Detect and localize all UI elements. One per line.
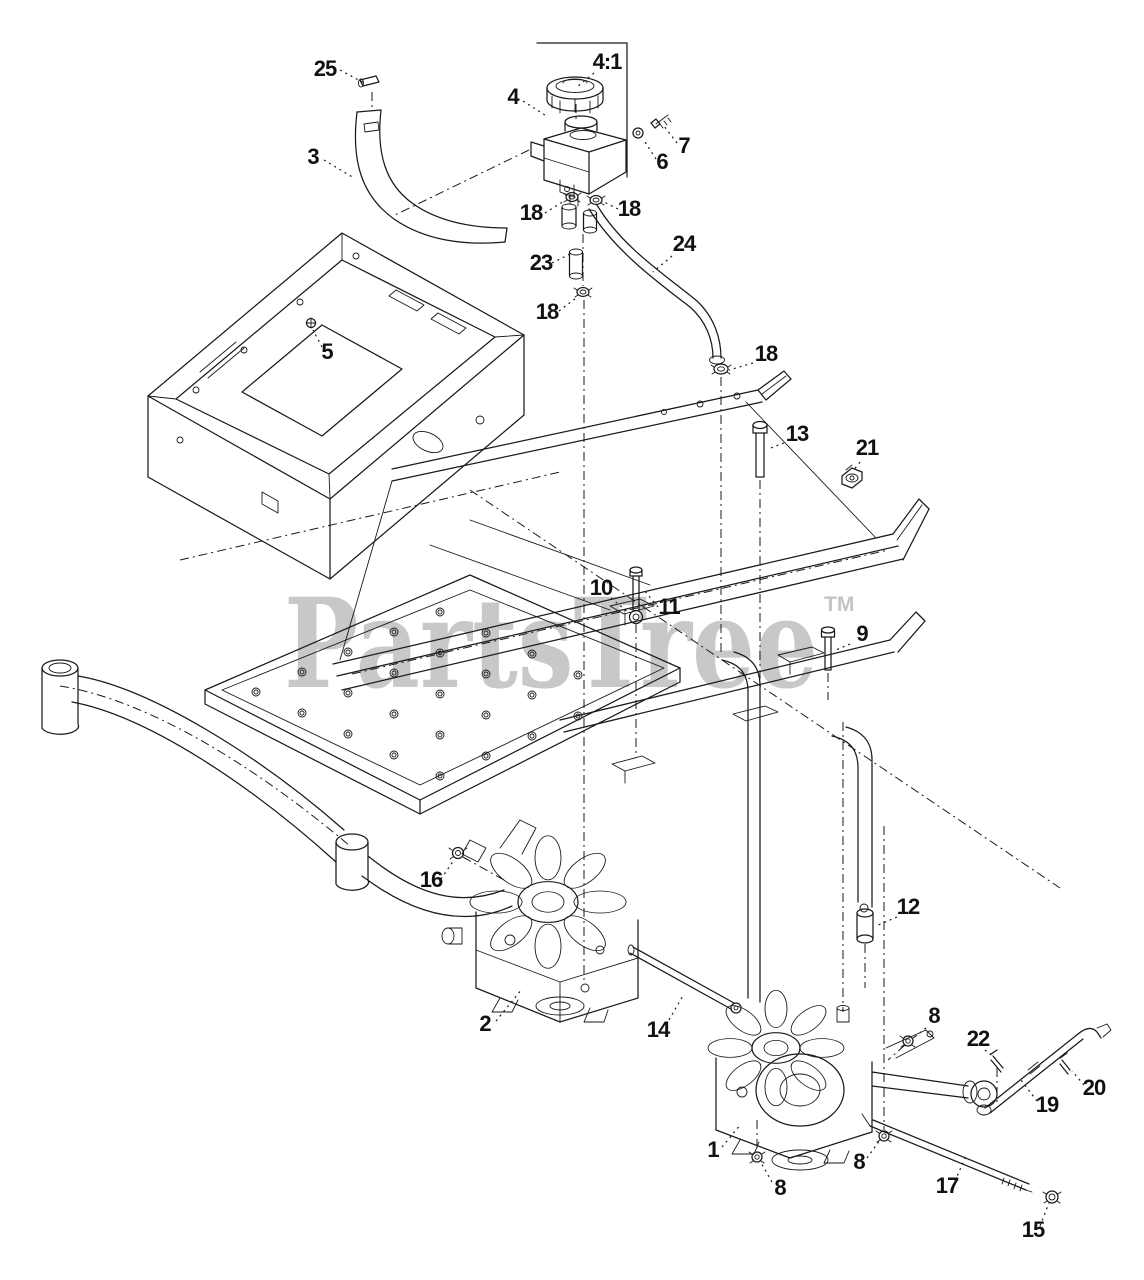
screw-25 (358, 75, 380, 110)
callout-20: 20 (1083, 1075, 1106, 1100)
callout-7: 7 (678, 133, 690, 158)
brake-rod-19 (976, 1023, 1112, 1116)
mount-bracket-3 (354, 109, 508, 244)
callout-18b: 18 (618, 196, 641, 221)
reservoir-cap (546, 76, 604, 120)
nut-21 (841, 464, 863, 489)
callout-21: 21 (856, 435, 879, 460)
callout-18d: 18 (755, 341, 778, 366)
fitting-18-right (586, 194, 606, 206)
callout-labels: 25 4:1 4 7 6 3 18 18 23 24 18 5 18 13 21… (307, 49, 1107, 1242)
callout-3: 3 (307, 144, 319, 169)
callout-6: 6 (656, 149, 668, 174)
front-axle-tube (41, 659, 513, 917)
watermark-text: PartsTree (284, 572, 818, 717)
callout-8c: 8 (774, 1175, 786, 1200)
left-transaxle (441, 819, 639, 1023)
fitting-12 (856, 903, 874, 988)
nut-8-mid (875, 1088, 893, 1143)
callout-25: 25 (314, 56, 337, 81)
callout-10: 10 (590, 575, 613, 600)
callout-8a: 8 (928, 1003, 940, 1028)
screw-5 (305, 317, 317, 329)
grommet-18-frame (710, 363, 732, 375)
callout-18a: 18 (520, 200, 543, 225)
callout-22: 22 (967, 1026, 990, 1051)
bolt-13 (752, 420, 768, 705)
callout-4: 4 (507, 84, 520, 109)
callout-4-1: 4:1 (593, 49, 623, 74)
callout-14: 14 (647, 1017, 671, 1042)
washer-6 (632, 127, 644, 139)
callout-17: 17 (936, 1173, 959, 1198)
clamp-18-mid (573, 286, 593, 298)
callout-11: 11 (658, 594, 680, 619)
footplate-holes (251, 607, 583, 781)
callout-16: 16 (420, 867, 443, 892)
screw-20 (1059, 1052, 1071, 1075)
detail-view-box (536, 42, 628, 178)
hydraulic-hose-23 (561, 203, 598, 980)
nut-8-bottom (748, 1120, 766, 1164)
callout-2: 2 (479, 1011, 491, 1036)
callout-15: 15 (1022, 1217, 1045, 1242)
callout-8b: 8 (853, 1149, 865, 1174)
callout-9: 9 (856, 621, 868, 646)
screw-7 (650, 114, 672, 129)
nut-8-top (887, 1035, 917, 1061)
callout-19: 19 (1036, 1092, 1059, 1117)
bolt-9 (820, 626, 836, 700)
watermark-tm: TM (824, 593, 854, 616)
callout-13: 13 (786, 421, 809, 446)
callout-18c: 18 (536, 299, 559, 324)
nut-15 (1042, 1190, 1062, 1204)
watermark: PartsTree TM (284, 572, 854, 717)
callout-24: 24 (673, 231, 697, 256)
frame-assembly (41, 370, 1061, 917)
hydraulic-hose-24 (588, 204, 725, 652)
bolt-11 (629, 566, 643, 611)
callout-5: 5 (321, 339, 333, 364)
drag-link-17 (861, 1113, 1033, 1193)
rod-14 (627, 944, 742, 1014)
callout-12: 12 (897, 894, 920, 919)
seat-box (147, 232, 525, 580)
fitting-18-left (562, 191, 582, 203)
footplate (204, 574, 681, 815)
reservoir-tank (394, 115, 627, 216)
nut-10 (611, 609, 656, 784)
callout-leaders (312, 69, 1085, 1227)
callout-23: 23 (530, 250, 553, 275)
nut-16 (448, 846, 505, 881)
right-transaxle (707, 989, 998, 1171)
callout-1: 1 (707, 1137, 719, 1162)
